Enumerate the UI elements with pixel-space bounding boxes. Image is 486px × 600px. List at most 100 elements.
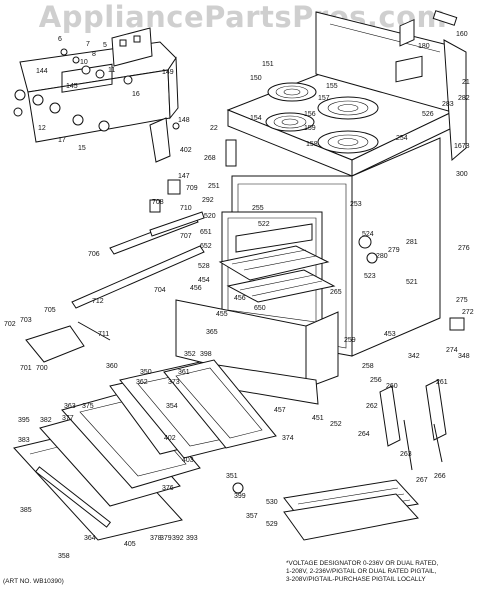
part-label: 264 xyxy=(358,431,370,438)
bake-element xyxy=(235,223,313,253)
part-label: 261 xyxy=(436,379,448,386)
part-label: 530 xyxy=(266,499,278,506)
part-label: 364 xyxy=(84,535,96,542)
part-label: 180 xyxy=(418,43,430,50)
part-label: 300 xyxy=(456,171,468,178)
part-label: 375 xyxy=(82,403,94,410)
part-label: 266 xyxy=(434,473,446,480)
part-label: 650 xyxy=(254,305,266,312)
part-label: 279 xyxy=(388,247,400,254)
part-label: 377 xyxy=(62,415,74,422)
part-label: 159 xyxy=(304,125,316,132)
part-label: 361 xyxy=(178,369,190,376)
part-label: 156 xyxy=(304,111,316,118)
part-label: 256 xyxy=(370,377,382,384)
part-label: 150 xyxy=(250,75,262,82)
footnote-line: 1-208V, 2-236V/PIGTAIL OR DUAL RATED PIG… xyxy=(286,568,437,575)
part-label: 393 xyxy=(186,535,198,542)
part-label: 383 xyxy=(18,437,30,444)
part-label: 1673 xyxy=(454,143,470,150)
part-label: 702 xyxy=(4,321,16,328)
part-label: 374 xyxy=(282,435,294,442)
part-label: 148 xyxy=(178,117,190,124)
part-label: 405 xyxy=(124,541,136,548)
part-label: 457 xyxy=(274,407,286,414)
part-label: 703 xyxy=(20,317,32,324)
part-label: 251 xyxy=(208,183,220,190)
part-number-labels: 5 6 7 8 10 11 12 15 16 17 144 145 148 14… xyxy=(4,31,474,560)
part-label: 16 xyxy=(132,91,140,98)
voltage-footnote: *VOLTAGE DESIGNATOR 0-236V OR DUAL RATED… xyxy=(286,560,438,584)
part-label: 704 xyxy=(154,287,166,294)
side-rails xyxy=(71,211,205,309)
part-label: 520 xyxy=(204,213,216,220)
leveling-leg xyxy=(25,321,111,363)
part-label: 456 xyxy=(234,295,246,302)
part-label: 348 xyxy=(458,353,470,360)
part-label: 252 xyxy=(330,421,342,428)
part-label: 403 xyxy=(182,457,194,464)
part-label: 712 xyxy=(92,298,104,305)
surface-units xyxy=(265,82,379,154)
part-label: 528 xyxy=(198,263,210,270)
part-label: 358 xyxy=(58,553,70,560)
part-label: 395 xyxy=(18,417,30,424)
part-label: 706 xyxy=(88,251,100,258)
footnote-line: *VOLTAGE DESIGNATOR 0-236V OR DUAL RATED… xyxy=(286,560,439,567)
part-label: 15 xyxy=(78,145,86,152)
part-label: 259 xyxy=(344,337,356,344)
part-label: 707 xyxy=(180,233,192,240)
part-label: 652 xyxy=(200,243,212,250)
part-label: 651 xyxy=(200,229,212,236)
part-label: 709 xyxy=(186,185,198,192)
part-label: 260 xyxy=(386,383,398,390)
part-label: 283 xyxy=(442,101,454,108)
part-label: 5 xyxy=(103,42,107,49)
part-label: 255 xyxy=(252,205,264,212)
part-label: 276 xyxy=(458,245,470,252)
part-label: 402 xyxy=(180,147,192,154)
control-knobs xyxy=(13,48,180,132)
part-label: 350 xyxy=(140,369,152,376)
part-label: 522 xyxy=(258,221,270,228)
broiler-pan xyxy=(283,479,419,541)
part-label: 10 xyxy=(80,59,88,66)
part-label: 455 xyxy=(216,311,228,318)
small-parts xyxy=(149,55,465,494)
part-label: 373 xyxy=(168,379,180,386)
part-label: 282 xyxy=(458,95,470,102)
part-label: 360 xyxy=(106,363,118,370)
door-hinges xyxy=(379,379,447,471)
part-label: 385 xyxy=(20,507,32,514)
part-label: 265 xyxy=(330,289,342,296)
oven-door xyxy=(13,359,277,541)
part-label: 267 xyxy=(416,477,428,484)
part-label: 157 xyxy=(318,95,330,102)
art-number: (ART NO. WB10390) xyxy=(3,578,64,585)
part-label: 454 xyxy=(198,277,210,284)
part-label: 402 xyxy=(164,435,176,442)
part-label: 524 xyxy=(362,231,374,238)
part-label: 453 xyxy=(384,331,396,338)
part-label: 700 xyxy=(36,365,48,372)
part-label: 144 xyxy=(36,68,48,75)
oven-racks xyxy=(218,245,336,303)
part-label: 379 xyxy=(160,535,172,542)
part-label: 258 xyxy=(362,363,374,370)
part-label: 263 xyxy=(400,451,412,458)
part-label: 22 xyxy=(210,125,218,132)
part-label: 149 xyxy=(162,69,174,76)
part-label: 155 xyxy=(326,83,338,90)
back-panel xyxy=(315,10,467,162)
control-panel xyxy=(19,41,179,163)
part-label: 521 xyxy=(406,279,418,286)
part-label: 382 xyxy=(40,417,52,424)
part-label: 292 xyxy=(202,197,214,204)
part-label: 253 xyxy=(350,201,362,208)
part-label: 526 xyxy=(422,111,434,118)
part-label: 701 xyxy=(20,365,32,372)
part-label: 708 xyxy=(152,199,164,206)
part-label: 254 xyxy=(396,135,408,142)
part-label: 280 xyxy=(376,253,388,260)
part-label: 147 xyxy=(178,173,190,180)
